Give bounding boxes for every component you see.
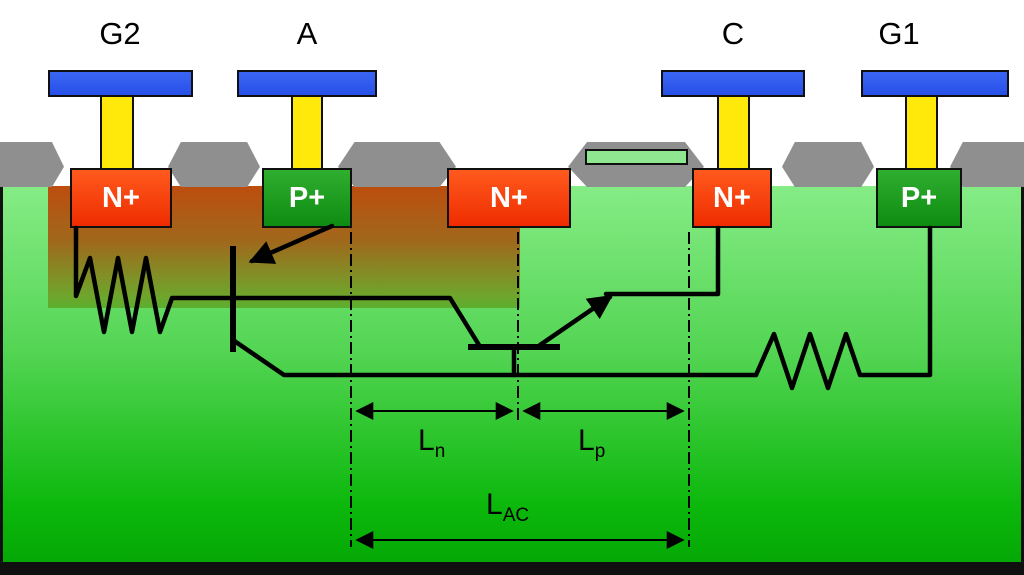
terminal-label-c: C — [721, 16, 745, 51]
terminal-label-g1: G1 — [878, 16, 920, 51]
metal-contact-g2 — [48, 70, 193, 97]
dimension-label-lp: Lp — [578, 424, 605, 463]
field-oxide — [168, 142, 260, 187]
metal-contact-a — [237, 70, 377, 97]
field-oxide — [338, 142, 456, 187]
n-plus-region-center: N+ — [447, 168, 571, 228]
metal-contact-c — [661, 70, 805, 97]
contact-via-g1 — [905, 95, 938, 173]
dimension-label-lp-sub: p — [594, 441, 606, 462]
n-plus-region-cathode: N+ — [692, 168, 772, 228]
dimension-label-ln: Ln — [418, 424, 445, 463]
n-plus-region-g2: N+ — [70, 168, 172, 228]
field-oxide — [950, 142, 1024, 187]
terminal-label-a: A — [296, 16, 318, 51]
p-plus-region-g1: P+ — [876, 168, 962, 228]
terminal-label-g2: G2 — [99, 16, 141, 51]
p-plus-region-anode: P+ — [262, 168, 352, 228]
dimension-label-lac-main: L — [486, 488, 503, 521]
contact-via-g2 — [100, 95, 134, 173]
dimension-label-ln-sub: n — [434, 441, 446, 462]
metal-contact-g1 — [861, 70, 1009, 97]
field-oxide — [0, 142, 64, 187]
contact-via-c — [717, 95, 750, 173]
dimension-label-lac: LAC — [486, 488, 529, 527]
dimension-label-lac-sub: AC — [502, 505, 530, 526]
contact-via-a — [291, 95, 323, 173]
field-oxide — [782, 142, 874, 187]
poly-gate-plate — [585, 149, 688, 165]
dimension-label-lp-main: L — [578, 424, 595, 457]
dimension-label-ln-main: L — [418, 424, 435, 457]
